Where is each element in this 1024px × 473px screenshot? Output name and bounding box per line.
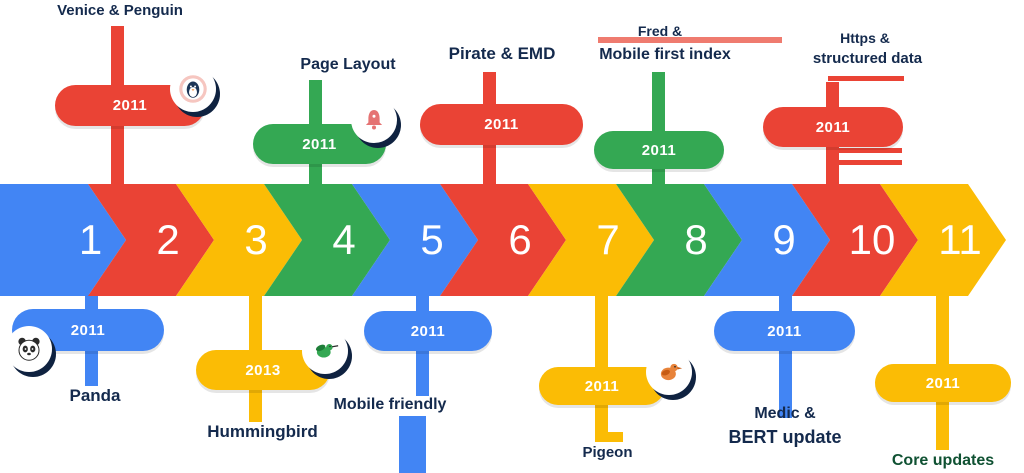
year-text: 2011 xyxy=(641,141,677,159)
year-pill: 2013 xyxy=(196,350,330,390)
yellow-stem-decoration xyxy=(936,400,949,450)
milestone-label-mobile-first-index: Mobile first index xyxy=(599,46,731,63)
year-text: 2011 xyxy=(484,116,519,133)
milestone-label-mobile-friendly: Mobile friendly xyxy=(333,396,447,413)
step-number: 1 xyxy=(78,216,103,263)
step-number: 6 xyxy=(508,216,532,263)
year-text: 2011 xyxy=(925,374,961,392)
year-pill: 2011 xyxy=(714,311,855,351)
connector-stem xyxy=(936,294,949,366)
milestone-label-hummingbird: Hummingbird xyxy=(207,422,318,441)
step-number: 9 xyxy=(772,216,796,263)
milestone-label-bert-update: BERT update xyxy=(728,427,842,447)
yellow-stem-decoration xyxy=(595,405,608,438)
milestone-label-core-updates: Core updates xyxy=(891,452,995,469)
bell-icon xyxy=(351,97,397,143)
step-number: 4 xyxy=(332,216,356,263)
year-pill: 2011 xyxy=(875,364,1011,402)
milestone-label-venice-penguin: Venice & Penguin xyxy=(57,2,183,19)
milestone-label-panda: Panda xyxy=(69,386,121,405)
step-number: 10 xyxy=(848,216,896,263)
hummingbird-icon xyxy=(302,328,348,374)
milestone-label-medic: Medic & xyxy=(754,405,816,422)
pigeon-icon xyxy=(646,349,692,395)
blue-bar-decoration xyxy=(399,416,426,473)
step-number: 3 xyxy=(244,216,268,263)
milestone-label-structured-data: structured data xyxy=(812,50,923,67)
year-text: 2011 xyxy=(410,322,446,340)
red-line-decoration xyxy=(836,160,902,165)
year-pill: 2011 xyxy=(763,107,903,147)
milestone-label-page-layout: Page Layout xyxy=(300,56,396,73)
step-number: 2 xyxy=(156,216,180,263)
year-text: 2011 xyxy=(70,321,106,339)
yellow-foot-decoration xyxy=(595,432,623,442)
step-number: 11 xyxy=(938,216,982,263)
step-number: 8 xyxy=(684,216,708,263)
red-line-decoration xyxy=(598,37,782,43)
year-text: 2013 xyxy=(245,361,281,379)
year-pill: 2011 xyxy=(364,311,492,351)
year-pill: 2011 xyxy=(539,367,665,405)
red-line-decoration xyxy=(828,76,904,81)
connector-stem xyxy=(595,294,608,368)
year-pill: 2011 xyxy=(594,131,724,169)
milestone-label-https: Https & xyxy=(840,30,890,46)
year-text: 2011 xyxy=(302,135,337,153)
panda-icon xyxy=(6,326,52,372)
milestone-label-pigeon: Pigeon xyxy=(582,444,633,461)
milestone-label-fred: Fred & xyxy=(637,23,683,39)
step-number: 7 xyxy=(596,216,620,263)
year-text: 2011 xyxy=(112,97,148,114)
year-text: 2011 xyxy=(584,377,620,395)
milestone-label-pirate-emd: Pirate & EMD xyxy=(448,44,556,63)
year-pill: 2011 xyxy=(420,104,583,145)
year-text: 2011 xyxy=(815,118,851,136)
step-number: 5 xyxy=(420,216,444,263)
penguin-icon xyxy=(170,66,216,112)
red-line-decoration xyxy=(836,148,902,153)
year-text: 2011 xyxy=(767,322,802,340)
